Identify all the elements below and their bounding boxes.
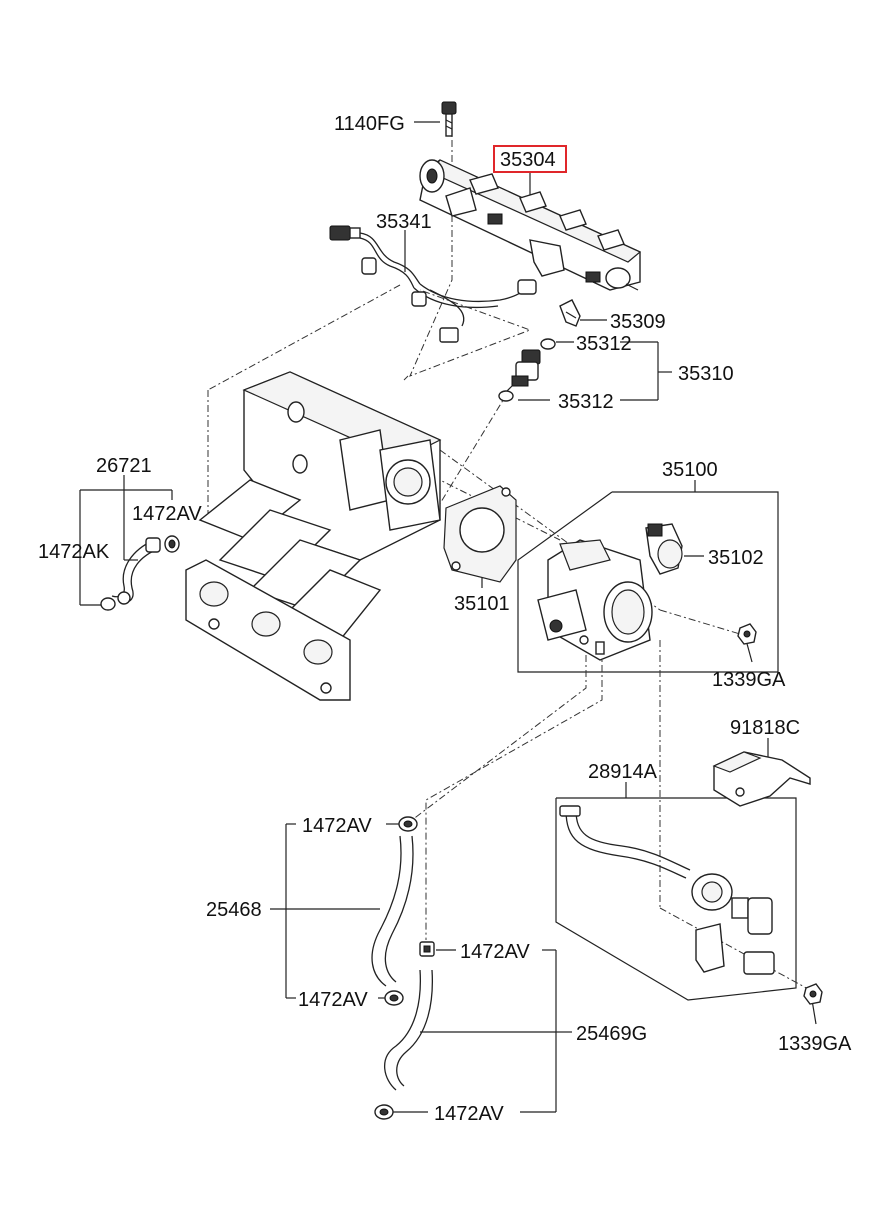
fuel-rail-icon xyxy=(419,159,642,291)
clamp-1472av-b-icon xyxy=(398,816,418,832)
gasket-icon xyxy=(443,485,517,583)
o-ring-bottom-icon xyxy=(498,390,514,402)
label-26721[interactable]: 26721 xyxy=(96,455,152,477)
bolt-1140fg-icon xyxy=(441,101,457,137)
label-1472av-b[interactable]: 1472AV xyxy=(302,815,372,837)
hose-25469g-icon xyxy=(384,969,434,1091)
label-35304[interactable]: 35304 xyxy=(500,149,556,171)
label-35102[interactable]: 35102 xyxy=(708,547,764,569)
clamp-1472av-c-icon xyxy=(384,990,404,1006)
highlight-box xyxy=(493,145,567,173)
label-91818c[interactable]: 91818C xyxy=(730,717,800,739)
injector-icon xyxy=(505,349,541,393)
label-1339ga-b[interactable]: 1339GA xyxy=(778,1033,852,1055)
label-1472av-c[interactable]: 1472AV xyxy=(298,989,368,1011)
assembly-lines xyxy=(207,110,811,991)
label-1472av-d[interactable]: 1472AV xyxy=(460,941,530,963)
hose-26721-icon xyxy=(111,537,161,604)
clamp-1472ak-icon xyxy=(100,591,131,611)
label-1472ak[interactable]: 1472AK xyxy=(38,541,110,563)
label-1472av-e[interactable]: 1472AV xyxy=(434,1103,504,1125)
label-35312-top[interactable]: 35312 xyxy=(576,333,632,355)
label-1472av-a[interactable]: 1472AV xyxy=(132,503,202,525)
clamp-1472av-e-icon xyxy=(374,1104,394,1120)
label-1140fg[interactable]: 1140FG xyxy=(334,113,405,135)
label-25469g[interactable]: 25469G xyxy=(576,1023,647,1045)
throttle-body-icon xyxy=(537,539,653,661)
label-28914a[interactable]: 28914A xyxy=(588,761,658,783)
bracket-91818c-icon xyxy=(712,751,811,807)
part-labels: 1140FG 35304 35341 35309 35312 35310 353… xyxy=(38,113,852,1125)
label-35100[interactable]: 35100 xyxy=(662,459,718,481)
label-35309[interactable]: 35309 xyxy=(610,311,666,333)
label-1339ga-a[interactable]: 1339GA xyxy=(712,669,786,691)
clamp-1472av-a-icon xyxy=(164,535,180,553)
throttle-position-sensor-icon xyxy=(645,523,683,575)
label-25468[interactable]: 25468 xyxy=(206,899,262,921)
clip-35309-icon xyxy=(559,299,581,327)
label-35310[interactable]: 35310 xyxy=(678,363,734,385)
label-35101[interactable]: 35101 xyxy=(454,593,510,615)
o-ring-top-icon xyxy=(540,338,556,350)
label-35312-bottom[interactable]: 35312 xyxy=(558,391,614,413)
clamp-1472av-d-icon xyxy=(419,941,435,957)
hose-25468-icon xyxy=(371,835,414,987)
label-35341[interactable]: 35341 xyxy=(376,211,432,233)
nut-1339ga-a-icon xyxy=(737,623,757,645)
intake-manifold-icon xyxy=(185,371,442,701)
nut-1339ga-b-icon xyxy=(803,983,823,1005)
valve-28914a-icon xyxy=(559,805,775,975)
wiring-harness-icon xyxy=(329,225,537,343)
